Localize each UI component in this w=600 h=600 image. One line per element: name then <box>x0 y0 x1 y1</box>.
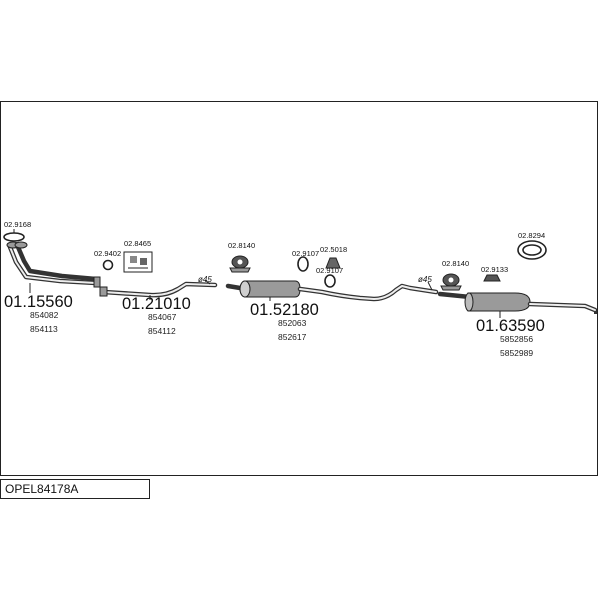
ring-a5 <box>297 256 309 272</box>
kit-box-a3 <box>123 251 153 273</box>
angle-symbol-2: ø <box>418 275 423 284</box>
rear-silencer-drawing <box>437 291 598 314</box>
angle-label-1: ø45 <box>198 275 212 284</box>
ring-a7 <box>324 274 336 288</box>
part-ref-3b: 852617 <box>278 332 307 342</box>
label-a5: 02.9107 <box>292 249 319 258</box>
part-ref-1a: 854082 <box>30 310 59 320</box>
hanger-ring-a10 <box>517 240 547 260</box>
label-a3: 02.8465 <box>124 239 151 248</box>
part-number-1: 01.15560 <box>4 293 73 311</box>
part-ref-2b: 854112 <box>148 326 176 336</box>
rubber-a6 <box>325 257 341 269</box>
clamp-a2 <box>102 259 114 271</box>
angle-label-2: ø45 <box>418 275 432 284</box>
label-a1: 02.9168 <box>4 220 31 229</box>
part-ref-4b: 5852989 <box>500 348 533 358</box>
hanger-a4 <box>229 255 251 273</box>
part-number-2: 01.21010 <box>122 295 191 313</box>
label-a7: 02.9107 <box>316 266 343 275</box>
angle-symbol-1: ø <box>198 275 203 284</box>
part-ref-1b: 854113 <box>30 324 58 334</box>
centre-silencer-drawing <box>225 280 439 302</box>
catalog-code-box: OPEL84178A <box>0 479 150 499</box>
label-a8: 02.8140 <box>442 259 469 268</box>
part-number-4: 01.63590 <box>476 317 545 335</box>
diagram-frame <box>0 101 598 476</box>
part-number-3: 01.52180 <box>250 301 319 319</box>
gasket-a1 <box>3 229 25 242</box>
angle-value-1: 45 <box>203 275 212 284</box>
label-a9: 02.9133 <box>481 265 508 274</box>
hanger-a8 <box>440 273 462 291</box>
part-ref-4a: 5852856 <box>500 334 533 344</box>
catalog-code: OPEL84178A <box>5 482 79 496</box>
angle-value-2: 45 <box>423 275 432 284</box>
front-pipe-drawing <box>6 241 101 288</box>
label-a10: 02.8294 <box>518 231 545 240</box>
label-a2: 02.9402 <box>94 249 121 258</box>
part-ref-2a: 854067 <box>148 312 177 322</box>
label-a4: 02.8140 <box>228 241 255 250</box>
rubber-a9 <box>483 274 501 282</box>
middle-pipe-drawing <box>99 281 218 298</box>
leader-lines <box>29 279 501 318</box>
label-a6: 02.5018 <box>320 245 347 254</box>
part-ref-3a: 852063 <box>278 318 307 328</box>
